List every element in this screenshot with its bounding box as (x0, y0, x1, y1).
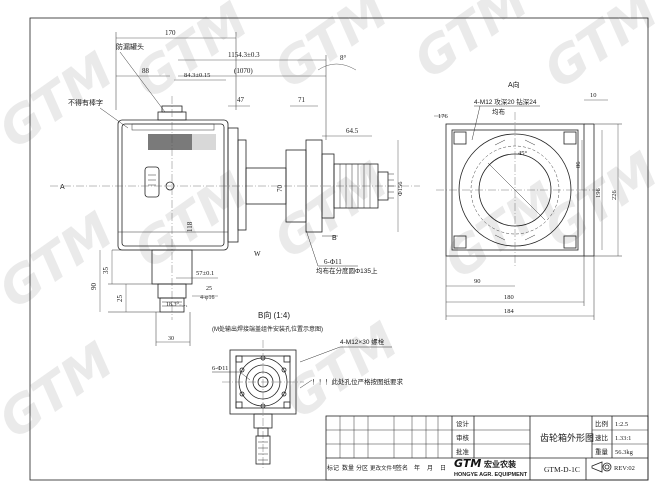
vent-cap-label: 防漏罐头 (116, 42, 144, 51)
row-year: 年 (414, 464, 420, 472)
watermark-text: GTM (0, 331, 123, 450)
prop-scale-value: 1:2.5 (615, 421, 628, 428)
holes-6-11: 6-Φ11 (324, 258, 342, 266)
dim-184: 184 (504, 308, 515, 315)
role-approve: 批准 (456, 447, 470, 456)
dim-1070: (1070) (234, 67, 253, 75)
dim-170: 170 (165, 29, 176, 37)
watermark-text: GTM (404, 0, 539, 90)
dim-90: 90 (474, 278, 481, 285)
prop-ratio-value: 1.33:1 (615, 435, 631, 442)
role-design: 设计 (456, 419, 470, 428)
company-logo: GTM (454, 457, 481, 470)
projection-symbol-icon (591, 461, 603, 473)
dim-88: 88 (142, 67, 150, 75)
dim-18: 18.3⁰₋₀.₁ (166, 301, 188, 308)
view-b-bolts: 4-M12×30 螺栓 (340, 337, 385, 346)
view-b-title: B向 (1:4) (258, 310, 290, 320)
dim-cen: 4-φ16 (200, 295, 214, 301)
watermark-text: GTM (0, 201, 123, 320)
prop-weight-value: 56.3kg (615, 449, 634, 456)
view-a-holes: 4-M12 攻深20 钻深24 (474, 97, 537, 106)
view-b-subtitle: (M处输出焊接端盖组件安装孔位置示意图) (212, 325, 323, 333)
watermark-text: GTM (264, 0, 399, 100)
view-a-even: 均布 (492, 107, 506, 116)
title-block: 设计 审核 批准 齿轮箱外形图 比例 1:2.5 速比 1.33:1 重量 56… (325, 415, 649, 481)
dim-25b: 25 (116, 295, 124, 303)
view-b-holes: 6-Φ11 (212, 365, 228, 372)
dim-70: 70 (276, 185, 284, 193)
projection-circle-icon (602, 462, 612, 472)
nameplate-light (192, 134, 216, 150)
prop-scale-label: 比例 (595, 419, 608, 428)
label-b: B (332, 235, 337, 242)
prop-ratio-label: 速比 (595, 433, 609, 442)
dim-71: 71 (298, 96, 306, 104)
no-press-label: 不得有棒字 (68, 98, 103, 107)
dim-180: 180 (504, 294, 514, 301)
top-dimensions: 170 1154.3±0.3 (1070) 88 84.3±0.15 8° 47… (115, 29, 357, 140)
watermark-text: GTM (0, 41, 123, 160)
nameplate (148, 134, 192, 150)
prop-weight-label: 重量 (595, 448, 609, 456)
row-month: 月 (427, 465, 433, 472)
dim-118: 118 (186, 221, 194, 232)
row-change: 更改文件号 (370, 464, 398, 472)
row-mark: 标记 (327, 464, 339, 472)
dim-10: 10 (590, 92, 597, 99)
dim-25a: 25 (206, 286, 212, 292)
drawing-number: GTM-D-1C (544, 465, 580, 474)
row-qty: 数量 (342, 464, 354, 472)
view-a-title: A向 (508, 80, 520, 89)
dim-64-5: 64.5 (346, 127, 359, 135)
view-a: A向 4-M12 攻深20 钻深24 均布 45° 176 10 86 196 (434, 80, 622, 320)
revision: REV:02 (614, 465, 635, 472)
row-day: 日 (440, 465, 446, 472)
watermark-text: GTM (534, 0, 662, 100)
dim-45deg: 45° (518, 150, 528, 157)
label-a: A (60, 184, 65, 191)
dim-35: 35 (102, 267, 110, 275)
dim-30: 30 (168, 336, 174, 342)
dim-84: 84.3±0.15 (184, 72, 210, 79)
dim-1154: 1154.3±0.3 (228, 51, 260, 59)
row-zone: 分区 (356, 464, 368, 472)
dim-156: Φ156 (397, 181, 404, 196)
holes-note: 均布在分度圆Φ135上 (316, 266, 378, 275)
view-b-note: ！！！此处孔位严格按图纸要求 (312, 377, 404, 386)
dim-w: W (254, 250, 261, 258)
main-side-view: A 118 64.5 70 Φ156 B 6-Φ11 均布在分度圆Φ135上 W (50, 96, 420, 346)
row-sign: 签名 (396, 464, 408, 472)
role-review: 审核 (456, 433, 470, 442)
dim-57: 57±0.1 (196, 270, 214, 277)
watermark-text: GTM (534, 141, 662, 260)
company-en: HONGYE AGR. EQUIPMENT (454, 472, 528, 478)
dim-90v: 90 (90, 283, 98, 291)
drawing-title: 齿轮箱外形图 (540, 432, 594, 443)
dim-196: 196 (595, 188, 602, 199)
dim-8deg: 8° (340, 54, 347, 62)
dim-176: 176 (438, 113, 449, 120)
view-b: B向 (1:4) (M处输出焊接端盖组件安装孔位置示意图) 4-M12×30 螺… (212, 310, 404, 470)
company-cn: 宏业农装 (484, 459, 516, 469)
dim-47: 47 (237, 96, 245, 104)
dim-226: 226 (611, 190, 618, 201)
dim-86: 86 (575, 161, 582, 168)
